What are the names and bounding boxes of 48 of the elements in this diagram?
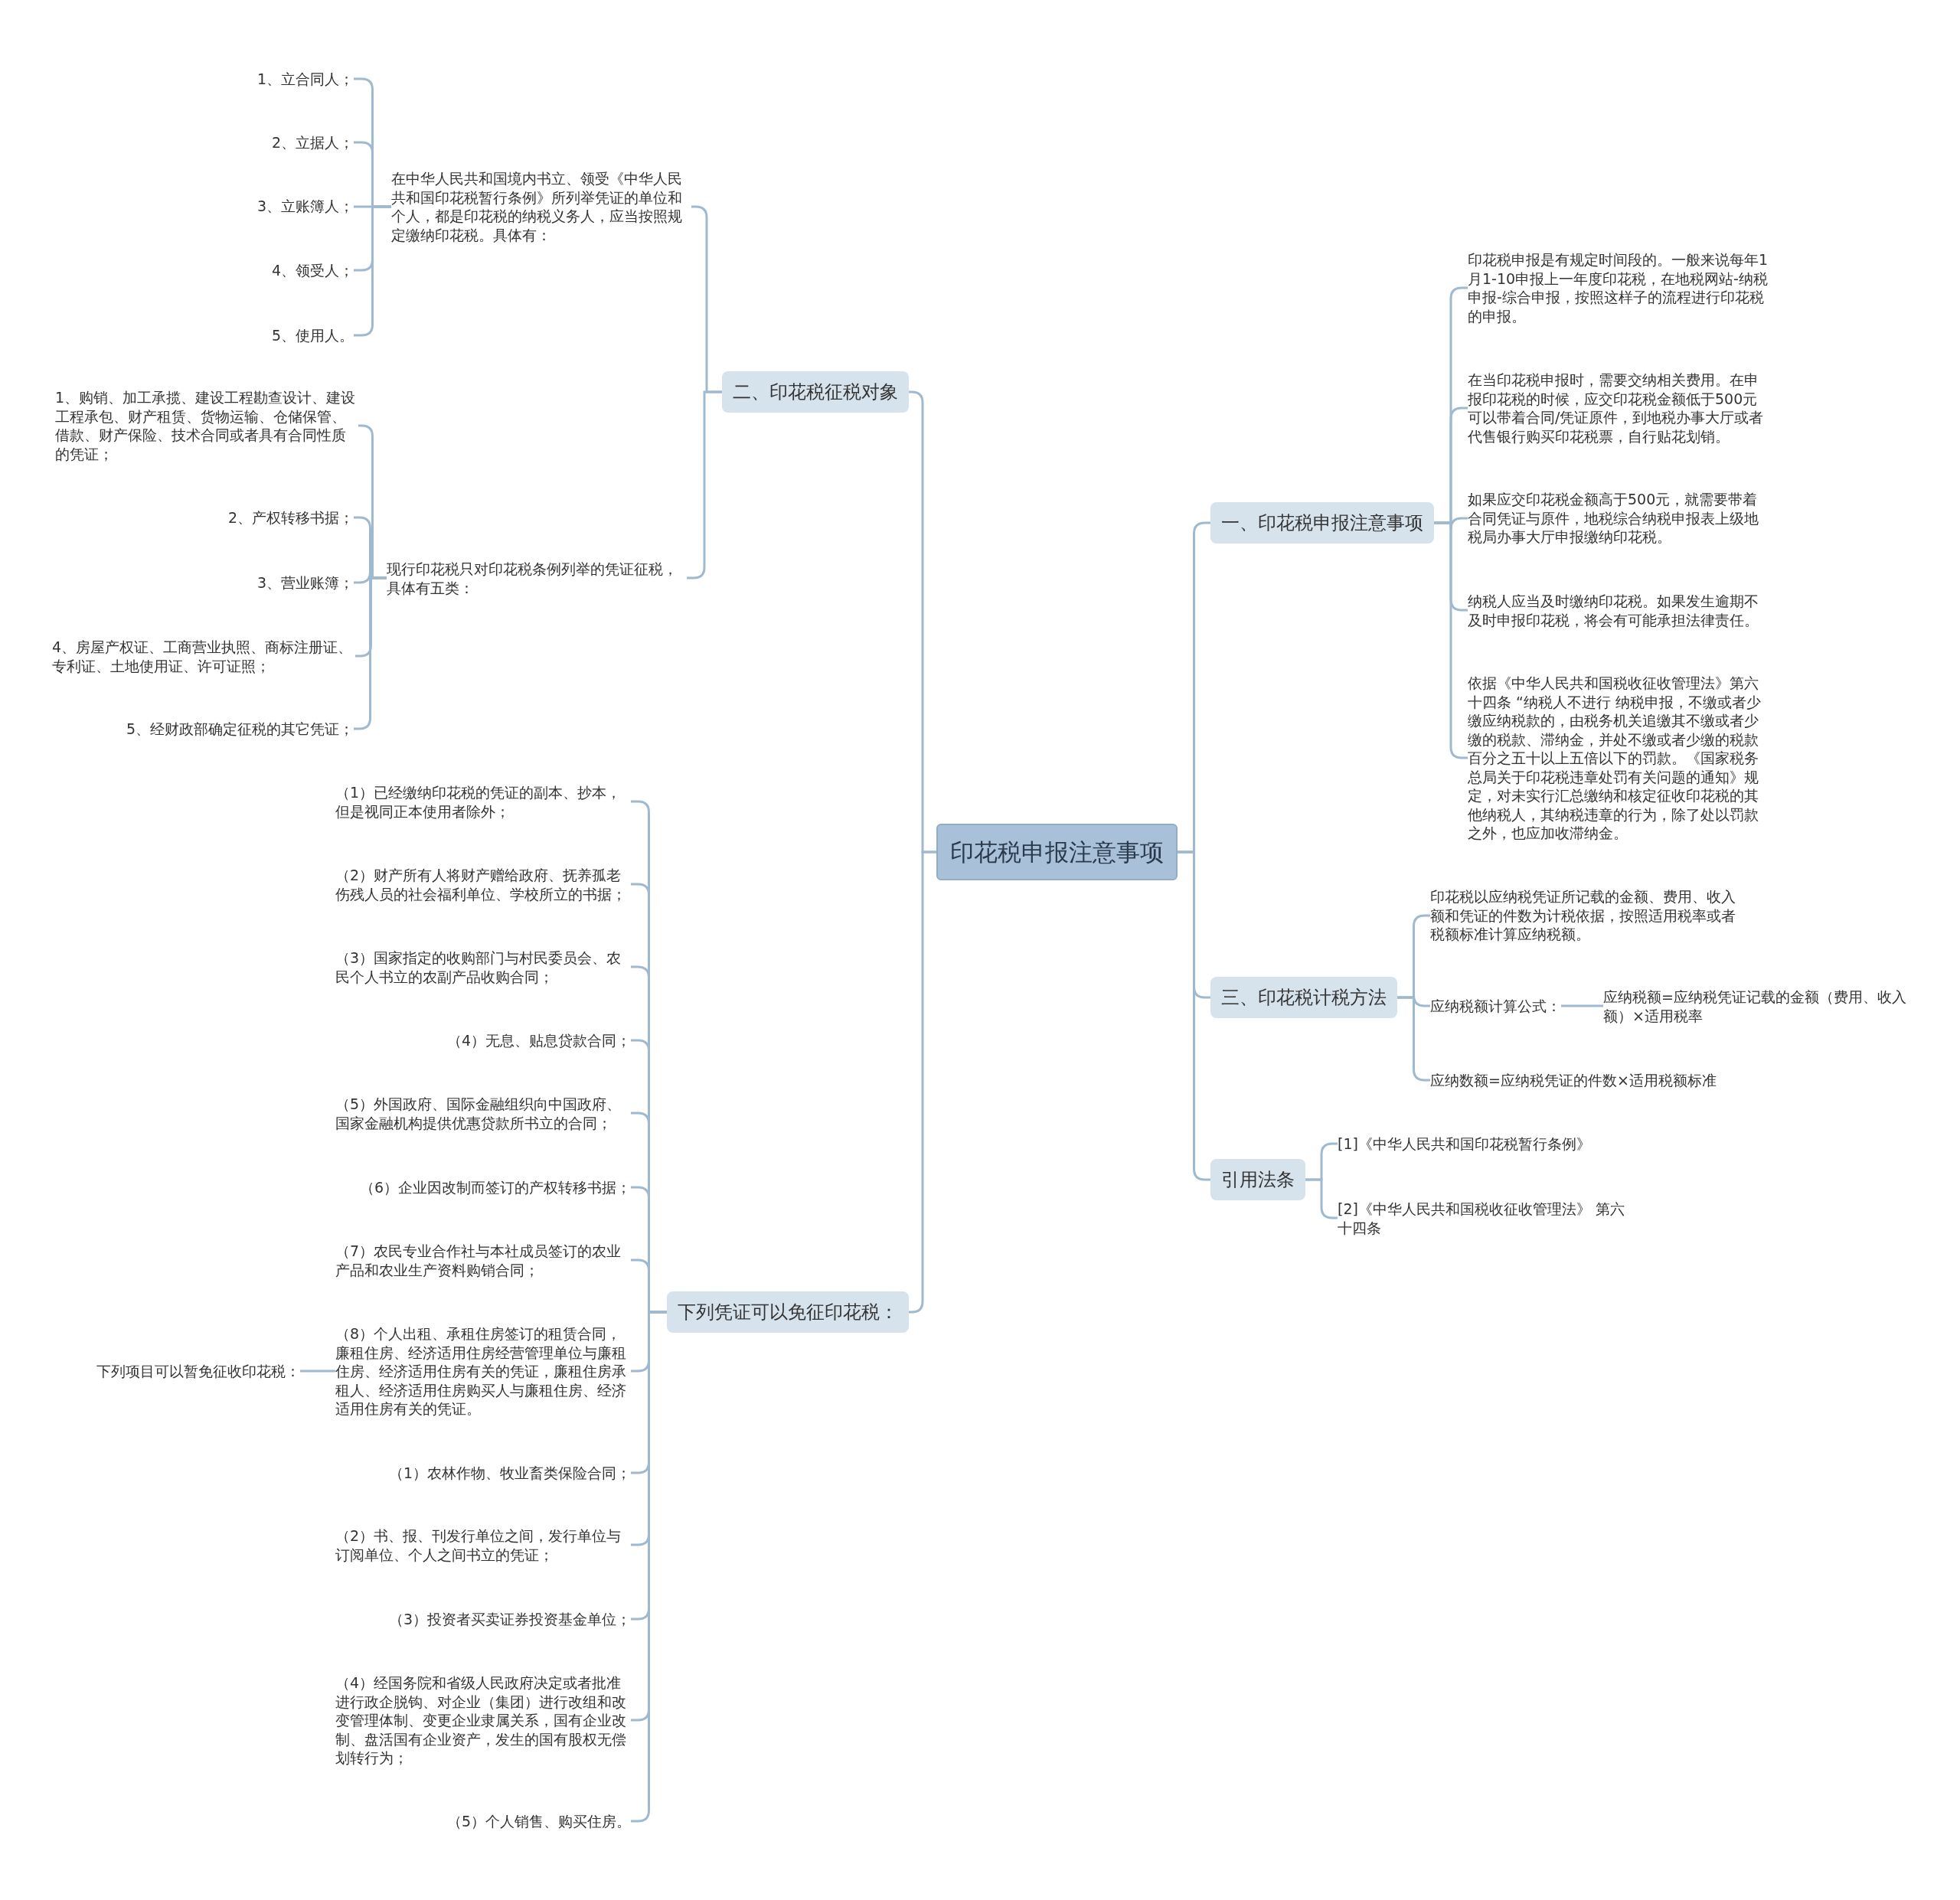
note-text: （6）企业因改制而签订的产权转移书据；	[359, 1177, 631, 1197]
note-text: （2）财产所有人将财产赠给政府、抚养孤老伤残人员的社会福利单位、学校所立的书据；	[335, 865, 631, 903]
note-text: 3、营业账簿；	[256, 573, 354, 593]
note-text: 4、领受人；	[271, 260, 354, 280]
note-text: （3）投资者买卖证券投资基金单位；	[388, 1609, 631, 1629]
note-text: 现行印花税只对印花税条例列举的凭证征税，具体有五类：	[387, 559, 687, 597]
note-text: 如果应交印花税金额高于500元，就需要带着合同凭证与原件，地税综合纳税申报表上级地税局办事大厅申报缴纳印花税。	[1468, 490, 1770, 547]
note-text: （3）国家指定的收购部门与村民委员会、农民个人书立的农副产品收购合同；	[335, 948, 631, 986]
topic-box: 印花税申报注意事项	[936, 824, 1178, 880]
note-text: 在当印花税申报时，需要交纳相关费用。在申报印花税的时候，应交印花税金额低于500元可以带着合同/凭证原件，到地税办事大厅或者代售银行购买印花税票，自行贴花划销。	[1468, 371, 1770, 446]
branch-box: 三、印花税计税方法	[1210, 977, 1397, 1018]
branch-box: 二、印花税征税对象	[722, 371, 909, 413]
note-text: [1]《中华人民共和国印花税暂行条例》	[1338, 1134, 1591, 1154]
note-text: 应纳税额计算公式：	[1430, 996, 1561, 1016]
connector	[908, 850, 936, 1314]
note-text: [2]《中华人民共和国税收征收管理法》 第六十四条	[1338, 1199, 1632, 1237]
note-text: 5、经财政部确定征税的其它凭证；	[126, 719, 354, 739]
note-text: （7）农民专业合作社与本社成员签订的农业产品和农业生产资料购销合同；	[335, 1241, 631, 1279]
note-text: 3、立账簿人；	[256, 196, 354, 216]
note-text: 印花税以应纳税凭证所记载的金额、费用、收入额和凭证的件数为计税依据，按照适用税率或者税额标准计算应纳税额。	[1430, 887, 1736, 944]
note-text: （1）已经缴纳印花税的凭证的副本、抄本，但是视同正本使用者除外；	[335, 782, 631, 821]
note-text: （5）外国政府、国际金融组织向中国政府、国家金融机构提供优惠贷款所书立的合同；	[335, 1094, 631, 1132]
note-text: （4）经国务院和省级人民政府决定或者批准进行政企脱钩、对企业（集团）进行改组和改变管理体制、变更企业隶属关系，国有企业改制、盘活国有企业资产，发生的国有股权无偿划转行为；	[335, 1673, 631, 1768]
note-text: （8）个人出租、承租住房签订的租赁合同，廉租住房、经济适用住房经营管理单位与廉租住房、经济适用住房有关的凭证，廉租住房承租人、经济适用住房购买人与廉租住房、经济适用住房有关的凭证。	[335, 1324, 631, 1418]
connector	[1305, 1178, 1338, 1219]
note-text: 2、产权转移书据；	[227, 508, 354, 527]
note-text: 纳税人应当及时缴纳印花税。如果发生逾期不及时申报印花税，将会有可能承担法律责任。	[1468, 591, 1770, 629]
note-text: 印花税申报是有规定时间段的。一般来说每年1月1-10申报上一年度印花税，在地税网站-纳税申报-综合申报，按照这样子的流程进行印花税的申报。	[1468, 250, 1770, 325]
note-text: 2、立据人；	[271, 132, 354, 152]
note-text: 5、使用人。	[271, 325, 354, 345]
note-text: 1、购销、加工承揽、建设工程勘查设计、建设工程承包、财产租赁、货物运输、仓储保管、借款、财产保险、技术合同或者具有合同性质的凭证；	[55, 388, 358, 463]
branch-box: 下列凭证可以免征印花税：	[667, 1291, 909, 1333]
branch-box: 一、印花税申报注意事项	[1210, 502, 1434, 544]
note-text: 应纳税额=应纳税凭证记载的金额（费用、收入额）×适用税率	[1603, 987, 1909, 1025]
note-text: （1）农林作物、牧业畜类保险合同；	[388, 1463, 631, 1483]
branch-box: 引用法条	[1210, 1159, 1305, 1200]
note-text: 在中华人民共和国境内书立、领受《中华人民共和国印花税暂行条例》所列举凭证的单位和个人，都是印花税的纳税义务人，应当按照规定缴纳印花税。具体有：	[391, 169, 691, 244]
note-text: 下列项目可以暂免征收印花税：	[96, 1361, 300, 1381]
note-text: 1、立合同人；	[256, 69, 354, 89]
connector	[1178, 850, 1210, 1181]
note-text: 应纳数额=应纳税凭证的件数×适用税额标准	[1430, 1070, 1717, 1090]
connector	[1561, 1004, 1603, 1007]
note-text: （2）书、报、刊发行单位之间，发行单位与订阅单位、个人之间书立的凭证；	[335, 1526, 631, 1564]
note-text: 4、房屋产权证、工商营业执照、商标注册证、专利证、土地使用证、许可证照；	[52, 637, 355, 675]
connector	[300, 1370, 335, 1373]
note-text: 依据《中华人民共和国税收征收管理法》第六十四条 “纳税人不进行 纳税申报，不缴或者少缴应纳税款的，由税务机关追缴其不缴或者少缴的税款、滞纳金，并处不缴或者少缴的税款百分之五十以上五倍以下的罚款。《国家税务总局关于印花税违章处罚有关问题的通知》规定，对未实行汇总缴纳和核定征收印花税的其他纳税人，其纳税违章的行为，除了处以罚款之外，也应加收滞纳金。	[1468, 673, 1770, 843]
note-text: （5）个人销售、购买住房。	[446, 1811, 631, 1831]
note-text: （4）无息、贴息贷款合同；	[446, 1030, 631, 1050]
